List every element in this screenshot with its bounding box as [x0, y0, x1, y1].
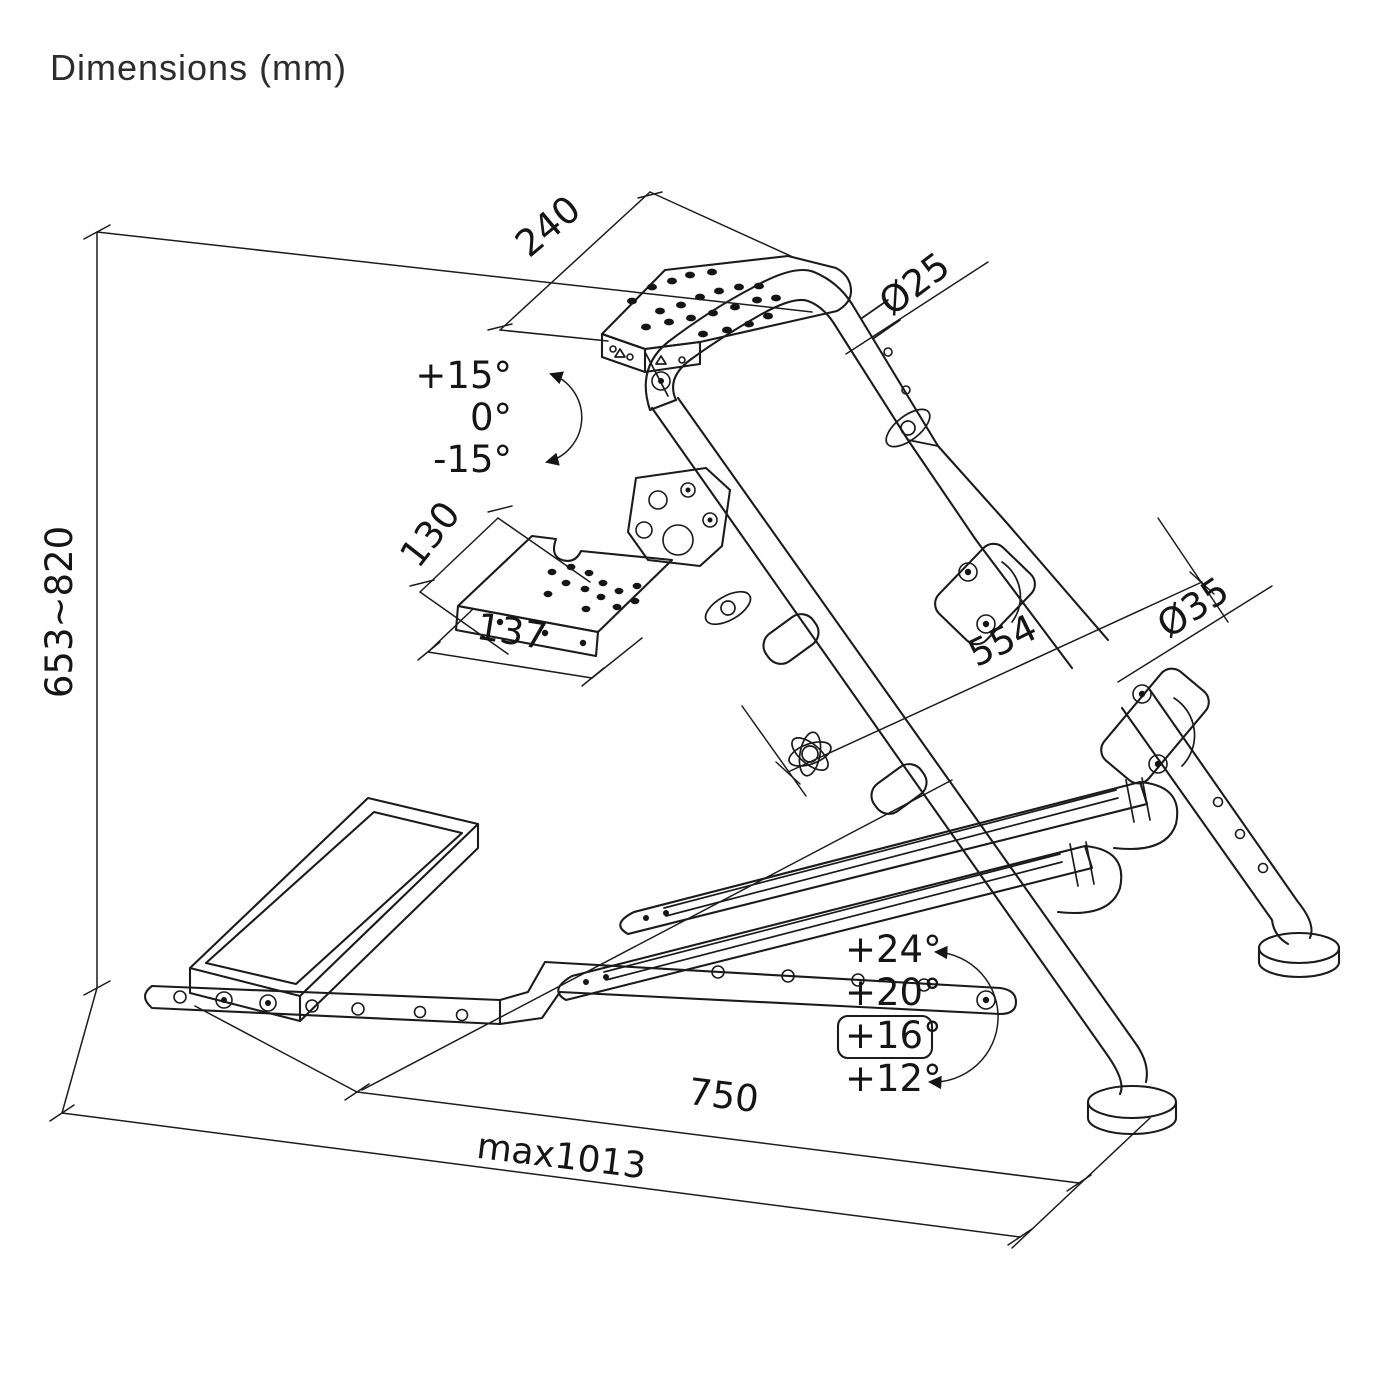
- slider-pad-upper: [762, 613, 820, 665]
- dimension-annotations: 653~820 240 Ø25 +15° 0° -15°: [38, 187, 1273, 1249]
- frame-tilt-angles: +24° +20° +16° +12°: [845, 928, 999, 1100]
- star-knob: [788, 731, 832, 777]
- shifter-plate: [454, 534, 674, 658]
- tilt-minus15-label: -15°: [433, 438, 512, 481]
- wing-knob-lower: [704, 590, 752, 626]
- frame-arc-arrow: [927, 945, 999, 1090]
- rail-near: [557, 841, 1123, 1002]
- dim-plate-depth: 240: [487, 187, 796, 342]
- shifter-plate-holes: [496, 563, 642, 647]
- tilt-zero-label: 0°: [470, 396, 512, 439]
- tilt-bracket: [934, 542, 1036, 646]
- shifter-width-label: 130: [391, 493, 468, 575]
- wing-knob-upper: [885, 408, 931, 448]
- rail-far: [619, 777, 1179, 936]
- ground-rails: [557, 777, 1179, 1002]
- dim-tube-25: Ø25: [845, 244, 989, 355]
- page-title: Dimensions (mm): [50, 47, 347, 88]
- wheel-tilt-angles: +15° 0° -15°: [415, 354, 583, 481]
- frame-plus24-label: +24°: [845, 928, 942, 971]
- front-mounting-bar: [143, 984, 502, 1026]
- wheel-plate-holes: [609, 268, 781, 365]
- steering-tube: [644, 268, 1110, 670]
- stand-drawing: [143, 254, 1341, 1136]
- dim-shifter-plate: 130 137: [391, 493, 643, 687]
- shifter-depth-label: 137: [474, 605, 550, 659]
- shifter-bracket: [626, 466, 732, 568]
- dim-height-range: 653~820: [38, 224, 813, 1114]
- dim-tube-35: Ø35: [1117, 569, 1273, 683]
- rear-foot-cap: [1257, 931, 1341, 979]
- frame-plus16-label: +16°: [845, 1014, 942, 1057]
- dim-max-depth: max1013: [49, 1104, 1151, 1249]
- tube-25-label: Ø25: [871, 244, 958, 324]
- front-column: [626, 396, 1178, 1136]
- wheel-plate: [600, 254, 853, 397]
- base-depth-label: 750: [686, 1070, 761, 1121]
- frame-plus12-label: +12°: [845, 1057, 942, 1100]
- slider-pad-lower: [870, 763, 928, 815]
- dim-base-depth: 750: [194, 779, 1092, 1192]
- tilt-arc-arrow: [545, 371, 583, 466]
- height-range-label: 653~820: [38, 526, 81, 698]
- tilt-plus15-label: +15°: [415, 354, 512, 397]
- front-foot-cap: [1086, 1084, 1178, 1136]
- pedal-tray: [143, 796, 1018, 1060]
- beam-length-label: 554: [961, 606, 1043, 676]
- rear-leg: [1100, 667, 1341, 979]
- frame-plus20-label: +20°: [845, 971, 942, 1014]
- dim-beam-length: 554: [741, 517, 1229, 797]
- plate-depth-label: 240: [507, 187, 589, 265]
